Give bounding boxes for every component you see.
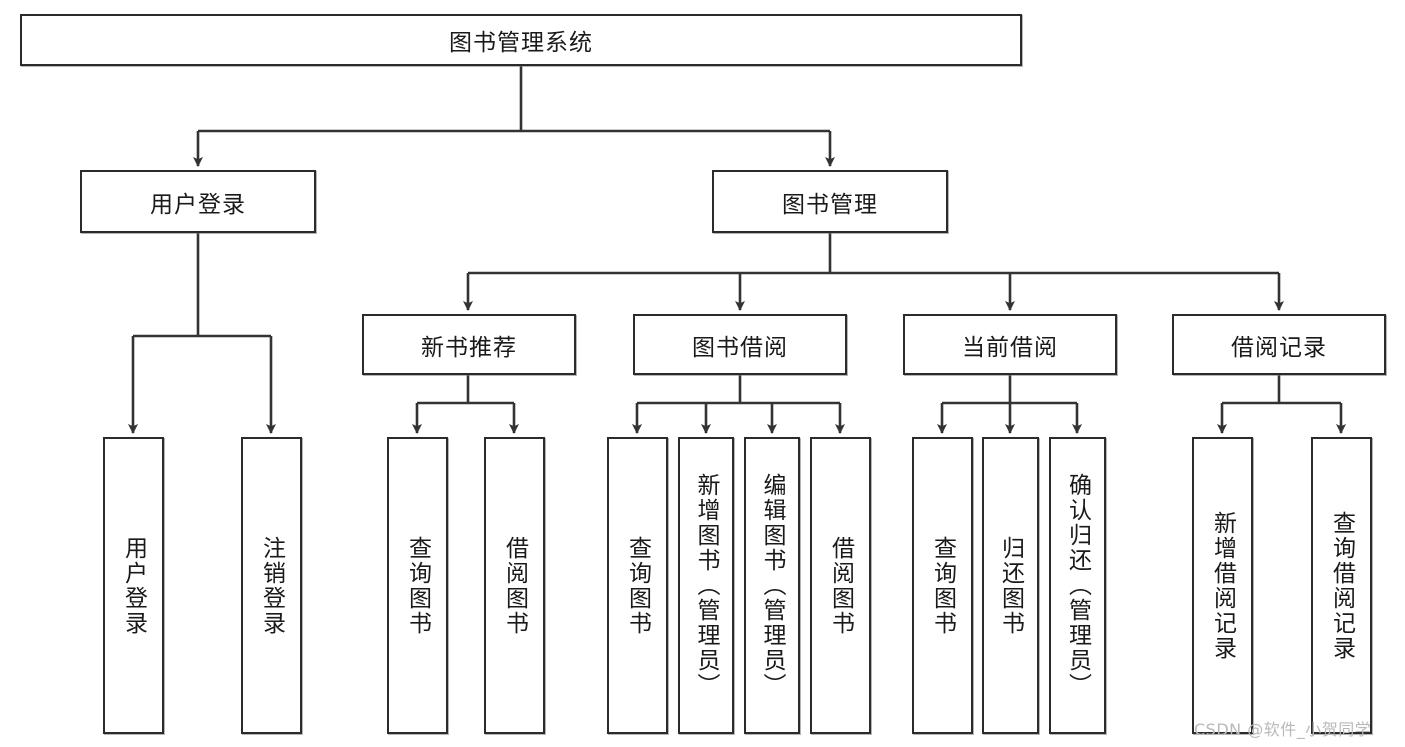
leaf-current-confirm-return-admin[interactable]: 确认归还（管理员） <box>1049 437 1106 734</box>
leaf-label: 查询图书 <box>404 535 431 636</box>
leaf-user-login-logout[interactable]: 注销登录 <box>241 437 302 734</box>
watermark: CSDN @软件_小贺同学 <box>1194 720 1372 739</box>
node-book-management[interactable]: 图书管理 <box>712 170 948 233</box>
node-user-login-label: 用户登录 <box>150 191 246 218</box>
leaf-label: 借阅图书 <box>501 535 528 636</box>
leaf-label: 用户登录 <box>120 535 147 636</box>
leaf-label: 查询借阅记录 <box>1328 510 1355 661</box>
node-root[interactable]: 图书管理系统 <box>20 14 1022 66</box>
leaf-label: 借阅图书 <box>827 535 854 636</box>
leaf-label: 查询图书 <box>624 535 651 636</box>
node-new-book-recommend[interactable]: 新书推荐 <box>362 314 576 375</box>
leaf-new-book-query[interactable]: 查询图书 <box>387 437 448 734</box>
node-book-borrow[interactable]: 图书借阅 <box>633 314 847 375</box>
node-user-login[interactable]: 用户登录 <box>80 170 316 233</box>
node-current-borrow[interactable]: 当前借阅 <box>903 314 1117 375</box>
leaf-borrow-edit-book-admin[interactable]: 编辑图书（管理员） <box>744 437 800 734</box>
node-book-management-label: 图书管理 <box>782 191 878 218</box>
leaf-label: 编辑图书（管理员） <box>759 473 786 698</box>
leaf-record-add-record[interactable]: 新增借阅记录 <box>1192 437 1253 734</box>
leaf-label: 新增借阅记录 <box>1209 510 1236 661</box>
leaf-borrow-borrow-book[interactable]: 借阅图书 <box>810 437 871 734</box>
node-new-book-recommend-label: 新书推荐 <box>421 334 517 361</box>
node-book-borrow-label: 图书借阅 <box>692 334 788 361</box>
leaf-borrow-add-book-admin[interactable]: 新增图书（管理员） <box>678 437 734 734</box>
leaf-label: 归还图书 <box>997 535 1024 636</box>
leaf-new-book-borrow[interactable]: 借阅图书 <box>484 437 545 734</box>
node-borrow-record[interactable]: 借阅记录 <box>1172 314 1386 375</box>
leaf-label: 确认归还（管理员） <box>1064 473 1091 698</box>
leaf-label: 新增图书（管理员） <box>693 473 720 698</box>
leaf-label: 查询图书 <box>929 535 956 636</box>
leaf-current-return-book[interactable]: 归还图书 <box>982 437 1039 734</box>
node-root-label: 图书管理系统 <box>449 30 593 56</box>
node-current-borrow-label: 当前借阅 <box>962 334 1058 361</box>
leaf-user-login-login[interactable]: 用户登录 <box>103 437 164 734</box>
leaf-current-query-book[interactable]: 查询图书 <box>912 437 973 734</box>
leaf-label: 注销登录 <box>258 535 285 636</box>
leaf-borrow-query-book[interactable]: 查询图书 <box>607 437 668 734</box>
leaf-record-query-record[interactable]: 查询借阅记录 <box>1311 437 1372 734</box>
node-borrow-record-label: 借阅记录 <box>1231 334 1327 361</box>
